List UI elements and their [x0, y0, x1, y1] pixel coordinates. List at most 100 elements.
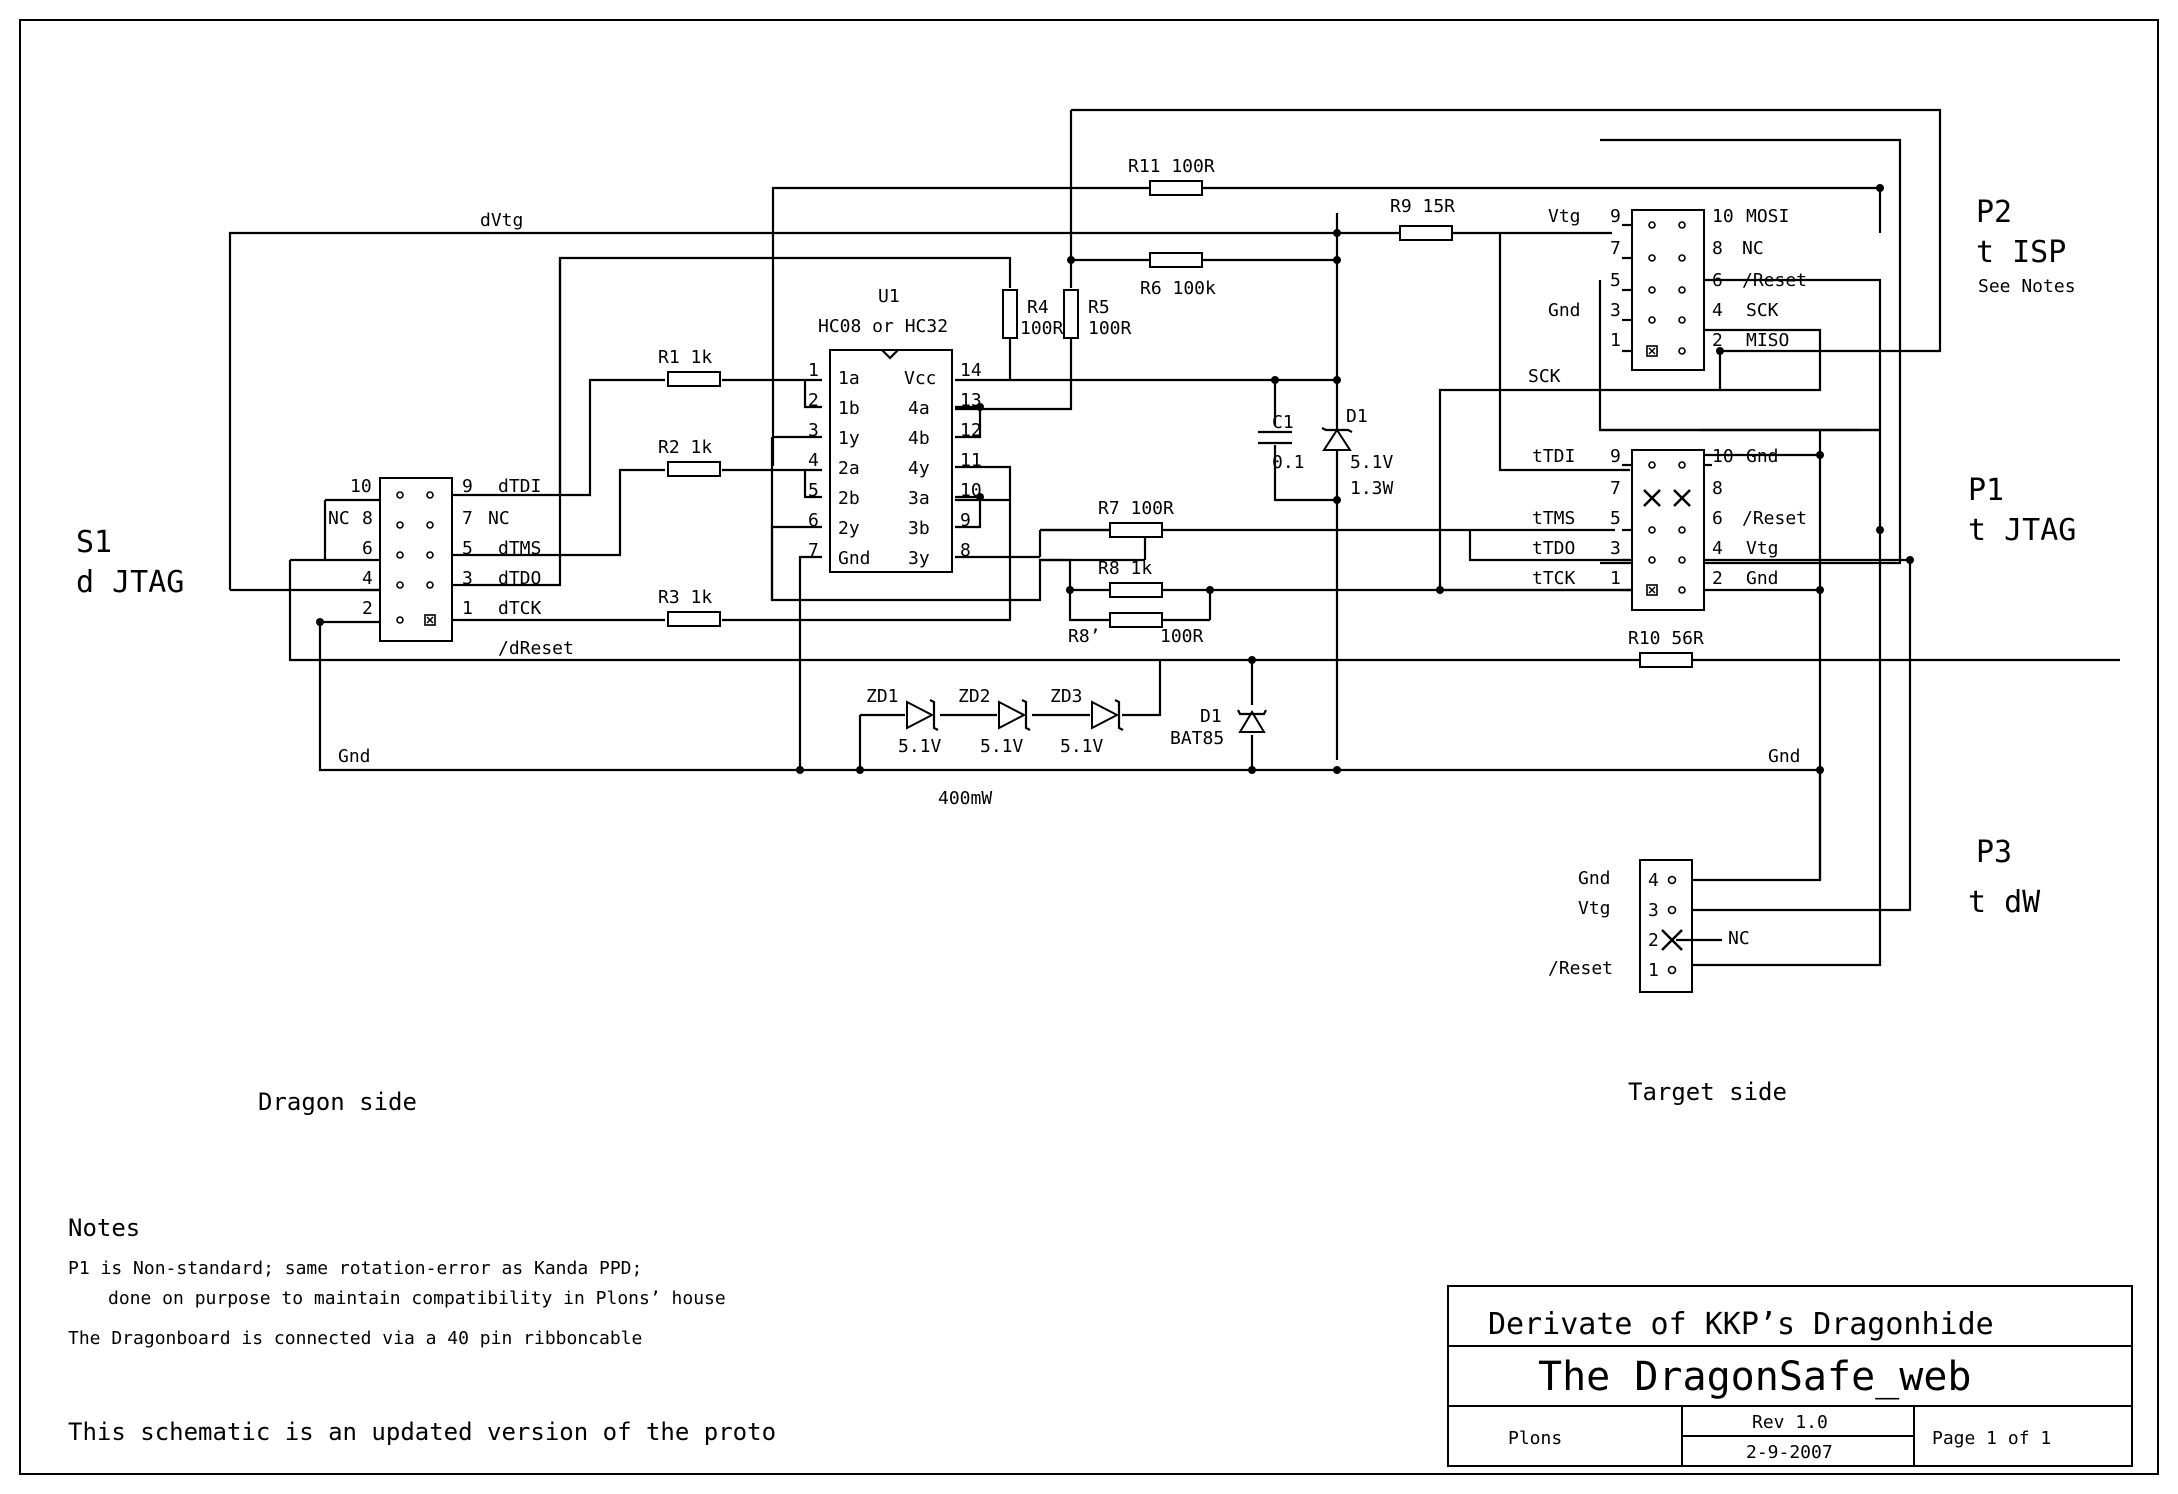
connector-s1: 10 NC 8 6 4 2 9 7 5 3 1 dTDI NC dTMS dTD… — [230, 476, 542, 642]
label-d1-schottky-value: BAT85 — [1170, 728, 1224, 749]
s1-nc-label: NC — [328, 508, 350, 529]
p1-vtg-label: Vtg — [1746, 538, 1779, 559]
p2-nc-label: NC — [1742, 238, 1764, 259]
p1-ttdo-label: tTDO — [1532, 538, 1575, 559]
label-d1-zener: D1 — [1346, 406, 1368, 427]
u1-pin-num: 6 — [808, 510, 819, 531]
svg-text:2: 2 — [1648, 930, 1659, 951]
title-line2: The DragonSafe_web — [1538, 1354, 1971, 1400]
svg-text:10: 10 — [1712, 446, 1734, 467]
p1-ref: P1 — [1968, 473, 2004, 508]
resistor-r8 — [1109, 582, 1163, 598]
u1-ref: U1 — [878, 286, 900, 307]
svg-text:8: 8 — [1712, 478, 1723, 499]
u1-pin-label: 4y — [908, 458, 930, 479]
label-zd-power: 400mW — [938, 788, 992, 809]
u1-pin-num: 10 — [960, 480, 982, 501]
svg-text:2: 2 — [1712, 568, 1723, 589]
svg-text:3: 3 — [462, 568, 473, 589]
svg-text:5: 5 — [1610, 508, 1621, 529]
svg-text:10: 10 — [1712, 206, 1734, 227]
svg-text:1: 1 — [1648, 960, 1659, 981]
label-zd2-value: 5.1V — [980, 736, 1024, 757]
u1-pin-num: 12 — [960, 420, 982, 441]
label-r4: R4 — [1027, 297, 1049, 318]
notes-block: Notes P1 is Non-standard; same rotation-… — [68, 1214, 776, 1446]
net-label-sck: SCK — [1528, 366, 1561, 387]
svg-text:6: 6 — [362, 538, 373, 559]
svg-text:7: 7 — [1610, 478, 1621, 499]
label-zd1: ZD1 — [866, 686, 899, 707]
resistor-r5 — [1063, 289, 1079, 339]
label-dragon-side: Dragon side — [258, 1088, 417, 1116]
p2-gnd-label: Gnd — [1548, 300, 1581, 321]
label-d1-schottky: D1 — [1200, 706, 1222, 727]
p2-sck-label: SCK — [1746, 300, 1779, 321]
net-label-dtck: dTCK — [498, 598, 542, 619]
notes-footer: This schematic is an updated version of … — [68, 1418, 776, 1446]
resistor-r3 — [667, 611, 721, 627]
svg-text:4: 4 — [362, 568, 373, 589]
label-zd3-value: 5.1V — [1060, 736, 1104, 757]
label-d1-zener-value: 5.1V — [1350, 452, 1394, 473]
u1-pin-label: 4b — [908, 428, 930, 449]
svg-text:4: 4 — [1712, 300, 1723, 321]
svg-text:1: 1 — [462, 598, 473, 619]
label-r5-value: 100R — [1088, 318, 1132, 339]
u1-pin-num: 11 — [960, 450, 982, 471]
u1-pin-label: 1a — [838, 368, 860, 389]
u1-pin-num: 13 — [960, 390, 982, 411]
label-zd1-value: 5.1V — [898, 736, 942, 757]
connector-p3: 4 3 2 1 Gnd Vtg /Reset NC — [1548, 859, 1750, 993]
p1-reset-label: /Reset — [1742, 508, 1807, 529]
notes-line1: P1 is Non-standard; same rotation-error … — [68, 1258, 642, 1279]
connector-p1: 9 7 5 3 1 10 8 6 4 2 tTDI tTMS tTDO tTCK… — [1532, 446, 1807, 611]
svg-text:1: 1 — [1610, 568, 1621, 589]
svg-text:8: 8 — [1712, 238, 1723, 259]
u1-pin-label: 2b — [838, 488, 860, 509]
resistor-r4 — [1002, 289, 1018, 339]
label-c1: C1 — [1272, 412, 1294, 433]
u1-pin-num: 2 — [808, 390, 819, 411]
resistor-r10 — [1639, 652, 1693, 668]
u1-pin-num: 9 — [960, 510, 971, 531]
svg-text:6: 6 — [1712, 270, 1723, 291]
svg-text:1: 1 — [1610, 330, 1621, 351]
title-line1: Derivate of KKP’s Dragonhide — [1488, 1307, 1994, 1342]
zener-d1 — [1321, 427, 1353, 451]
svg-text:2: 2 — [362, 598, 373, 619]
net-label-nc: NC — [488, 508, 510, 529]
p2-reset-label: /Reset — [1742, 270, 1807, 291]
p2-name: t ISP — [1976, 235, 2066, 270]
u1-pin-label: 3b — [908, 518, 930, 539]
u1-pin-label: 4a — [908, 398, 930, 419]
label-r3: R3 1k — [658, 587, 712, 608]
zener-string — [906, 699, 1124, 731]
title-author: Plons — [1508, 1428, 1562, 1449]
u1-pin-num: 4 — [808, 450, 819, 471]
svg-text:9: 9 — [462, 476, 473, 497]
svg-text:3: 3 — [1610, 538, 1621, 559]
p1-name: t JTAG — [1968, 513, 2076, 548]
svg-text:9: 9 — [1610, 446, 1621, 467]
svg-text:4: 4 — [1648, 870, 1659, 891]
svg-text:5: 5 — [1610, 270, 1621, 291]
label-zd2: ZD2 — [958, 686, 991, 707]
u1-pin-label: 1y — [838, 428, 860, 449]
title-rev: Rev 1.0 — [1752, 1412, 1828, 1433]
p1-ttdi-label: tTDI — [1532, 446, 1575, 467]
svg-text:9: 9 — [1610, 206, 1621, 227]
sheet-border — [19, 19, 2159, 1475]
net-label-dtdo: dTDO — [498, 568, 541, 589]
p3-gnd-label: Gnd — [1578, 868, 1611, 889]
resistor-r8-prime — [1109, 612, 1163, 628]
label-r2: R2 1k — [658, 437, 712, 458]
label-d1-zener-power: 1.3W — [1350, 478, 1394, 499]
resistor-r6 — [1149, 252, 1203, 268]
p3-reset-label: /Reset — [1548, 958, 1613, 979]
notes-line3: The Dragonboard is connected via a 40 pi… — [68, 1328, 642, 1349]
u1-value: HC08 or HC32 — [818, 316, 948, 337]
u1-pin-num: 5 — [808, 480, 819, 501]
p2-ref: P2 — [1976, 195, 2012, 230]
p2-miso-label: MISO — [1746, 330, 1789, 351]
